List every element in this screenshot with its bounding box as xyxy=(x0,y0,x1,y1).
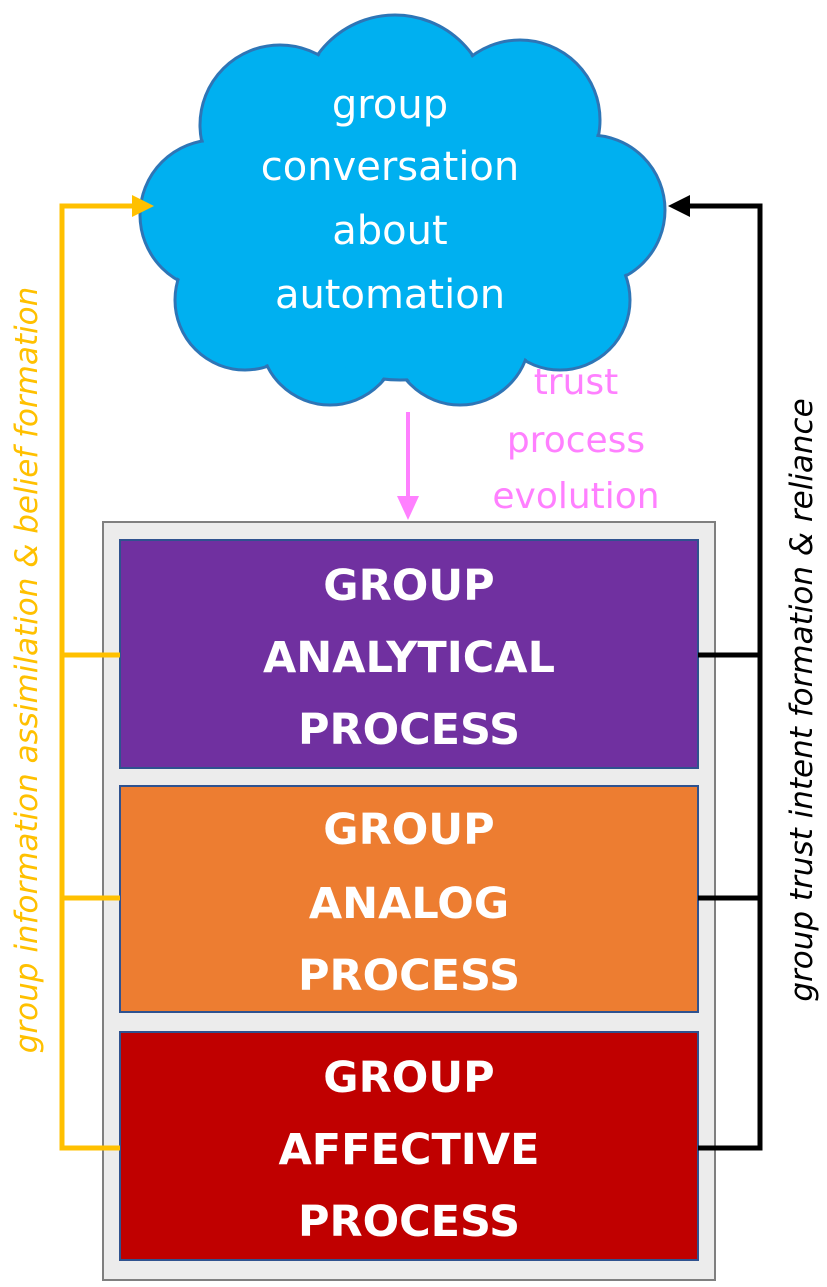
cloud-line-1: group xyxy=(332,82,448,128)
evolution-arrow xyxy=(397,412,419,520)
affective-line-2: AFFECTIVE xyxy=(279,1125,540,1175)
process-box-analytical: GROUP ANALYTICAL PROCESS xyxy=(119,539,699,769)
analytical-line-2: ANALYTICAL xyxy=(263,633,555,683)
process-box-affective: GROUP AFFECTIVE PROCESS xyxy=(119,1031,699,1261)
cloud-line-2: conversation xyxy=(261,144,520,190)
analytical-line-1: GROUP xyxy=(323,561,494,611)
analytical-line-3: PROCESS xyxy=(298,705,520,755)
evolution-line-1: trust xyxy=(534,362,619,403)
cloud-line-3: about xyxy=(332,208,447,254)
affective-line-3: PROCESS xyxy=(298,1197,520,1247)
analog-line-3: PROCESS xyxy=(298,951,520,1001)
evolution-line-3: evolution xyxy=(492,476,659,517)
left-feedback-arrowhead xyxy=(132,195,154,217)
analog-line-1: GROUP xyxy=(323,805,494,855)
right-side-label: group trust intent formation & reliance xyxy=(784,398,820,1001)
right-feedback-connector xyxy=(684,203,763,1151)
left-feedback-connector xyxy=(59,203,140,1151)
right-feedback-arrowhead xyxy=(668,195,690,217)
analog-line-2: ANALOG xyxy=(309,879,509,929)
cloud-text: group conversation about automation xyxy=(261,82,520,318)
evolution-label: trust process evolution xyxy=(492,362,659,517)
evolution-line-2: process xyxy=(507,420,645,461)
left-side-label: group information assimilation & belief … xyxy=(9,287,45,1054)
affective-line-1: GROUP xyxy=(323,1053,494,1103)
process-box-analog: GROUP ANALOG PROCESS xyxy=(119,785,699,1013)
cloud-line-4: automation xyxy=(275,272,505,318)
